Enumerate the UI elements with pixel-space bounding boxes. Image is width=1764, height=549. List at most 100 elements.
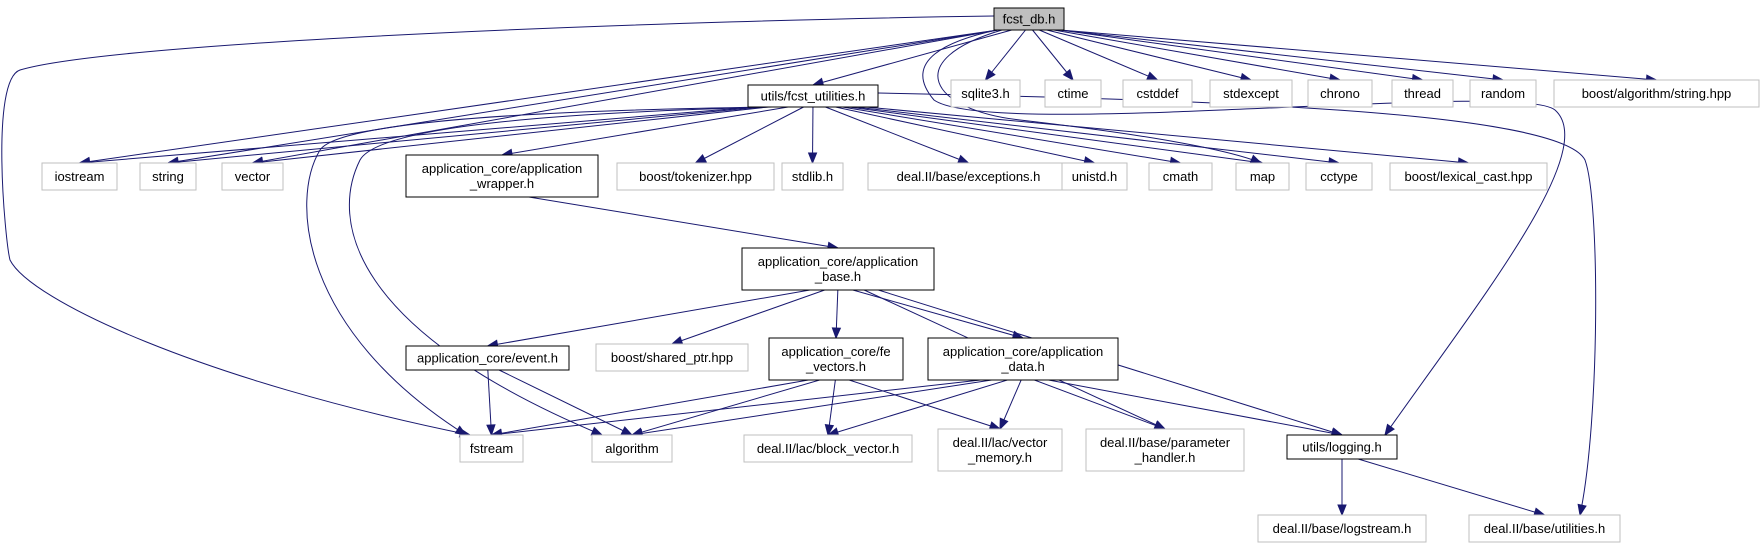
node-vector: vector [221, 162, 284, 191]
node-boost-lexical-cast: boost/lexical_cast.hpp [1389, 162, 1548, 191]
edge-line [1053, 29, 1341, 81]
node-label: boost/tokenizer.hpp [639, 169, 752, 184]
node-sqlite3: sqlite3.h [950, 79, 1021, 108]
node-label: _vectors.h [805, 359, 866, 374]
node-box [1085, 428, 1245, 472]
node-box [1286, 434, 1398, 460]
node-box [459, 434, 524, 463]
edge-logging-to-logstream [1337, 459, 1347, 517]
edge-line [167, 106, 762, 164]
edge-line [491, 379, 981, 436]
edge-line [1059, 29, 1657, 81]
edge-app-base-to-event [486, 289, 811, 349]
edge-arrowhead [590, 426, 604, 436]
node-box [927, 337, 1119, 381]
node-boost-shared-ptr: boost/shared_ptr.hpp [595, 343, 749, 372]
edge-fcst-db-to-sqlite3 [984, 29, 1026, 82]
edge-arrowhead [670, 336, 684, 345]
node-boost-algorithm-string: boost/algorithm/string.hpp [1553, 79, 1760, 108]
node-label: _base.h [814, 269, 861, 284]
edge-line [835, 106, 1095, 164]
edge-fcst-db-to-ctime [1032, 29, 1074, 82]
node-label: _handler.h [1134, 450, 1196, 465]
edge-fe-vectors-to-fstream [490, 379, 809, 438]
edge-line [631, 379, 820, 436]
node-box [1468, 514, 1621, 543]
edge-fcst-utilities-to-app-wrapper [500, 106, 789, 158]
node-boost-tokenizer: boost/tokenizer.hpp [616, 162, 775, 191]
edge-line [1039, 29, 1158, 81]
edge-app-data-to-fstream [490, 379, 981, 439]
edge-arrowhead [694, 153, 708, 164]
node-fe-vectors[interactable]: application_core/fe_vectors.h [768, 337, 904, 381]
edge-fcst-db-to-chrono [1053, 29, 1342, 83]
node-box [743, 434, 913, 463]
node-box [1389, 162, 1548, 191]
edge-line [487, 289, 811, 347]
node-label: boost/shared_ptr.hpp [611, 350, 733, 365]
node-label: stdlib.h [792, 169, 833, 184]
node-app-base[interactable]: application_core/application_base.h [741, 247, 935, 291]
node-box [1122, 79, 1193, 108]
edge-line [1048, 379, 1343, 436]
node-box [1469, 79, 1537, 108]
edge-app-base-to-boost-shared-ptr [670, 289, 825, 345]
node-box [950, 79, 1021, 108]
edge-line [1032, 29, 1074, 81]
node-logging[interactable]: utils/logging.h [1286, 434, 1398, 460]
node-box [591, 434, 673, 463]
node-event[interactable]: application_core/event.h [405, 345, 570, 371]
node-label: cmath [1163, 169, 1198, 184]
node-box [993, 7, 1065, 31]
node-app-wrapper[interactable]: application_core/application_wrapper.h [405, 154, 599, 198]
node-label: deal.II/base/logstream.h [1273, 521, 1412, 536]
edge-line [695, 106, 804, 164]
edge-line [855, 106, 1340, 164]
node-algorithm: algorithm [591, 434, 673, 463]
edge-line [487, 369, 492, 436]
node-label: fstream [470, 441, 513, 456]
edge-line [631, 379, 992, 436]
edge-fe-vectors-to-block-vector [824, 379, 836, 437]
node-fcst-db[interactable]: fcst_db.h [993, 7, 1065, 31]
edge-arrowhead [824, 423, 835, 437]
node-label: _wrapper.h [469, 176, 534, 191]
edge-app-data-to-parameter-handler [1034, 379, 1167, 430]
node-label: chrono [1320, 86, 1360, 101]
node-dealii-exceptions: deal.II/base/exceptions.h [867, 162, 1070, 191]
edge-arrowhead [1145, 71, 1159, 81]
node-label: random [1481, 86, 1525, 101]
node-box [1307, 79, 1373, 108]
edge-fcst-utilities-to-cctype [855, 106, 1341, 167]
edge-arrowhead [984, 68, 996, 82]
node-utilities: deal.II/base/utilities.h [1468, 514, 1621, 543]
node-box [1391, 79, 1454, 108]
edge-line [1059, 29, 1504, 81]
edge-arrowhead [807, 152, 818, 165]
edge-line [167, 29, 999, 164]
node-box [1209, 79, 1293, 108]
node-box [1061, 162, 1128, 191]
edge-line [79, 29, 999, 164]
node-label: ctime [1057, 86, 1088, 101]
node-fcst-utilities[interactable]: utils/fcst_utilities.h [747, 84, 879, 108]
edge-fcst-utilities-to-boost-lexical-cast [865, 106, 1470, 167]
edge-app-data-to-vector-memory [999, 379, 1022, 431]
node-box [1257, 514, 1427, 543]
node-iostream: iostream [41, 162, 118, 191]
node-label: deal.II/base/parameter [1100, 435, 1231, 450]
edge-line [1059, 29, 1423, 81]
node-stdexcept: stdexcept [1209, 79, 1293, 108]
node-box [41, 162, 118, 191]
node-layer: fcst_db.h utils/fcst_utilities.h sqlite3.h… [41, 7, 1760, 543]
node-logstream: deal.II/base/logstream.h [1257, 514, 1427, 543]
edge-fcst-utilities-to-map [848, 106, 1264, 167]
node-label: deal.II/base/utilities.h [1484, 521, 1605, 536]
node-app-data[interactable]: application_core/application_data.h [927, 337, 1119, 381]
edge-line [825, 106, 969, 164]
node-label: fcst_db.h [1003, 12, 1056, 27]
node-label: deal.II/lac/vector [953, 435, 1048, 450]
node-cstddef: cstddef [1122, 79, 1193, 108]
edge-arrowhead [956, 154, 970, 164]
